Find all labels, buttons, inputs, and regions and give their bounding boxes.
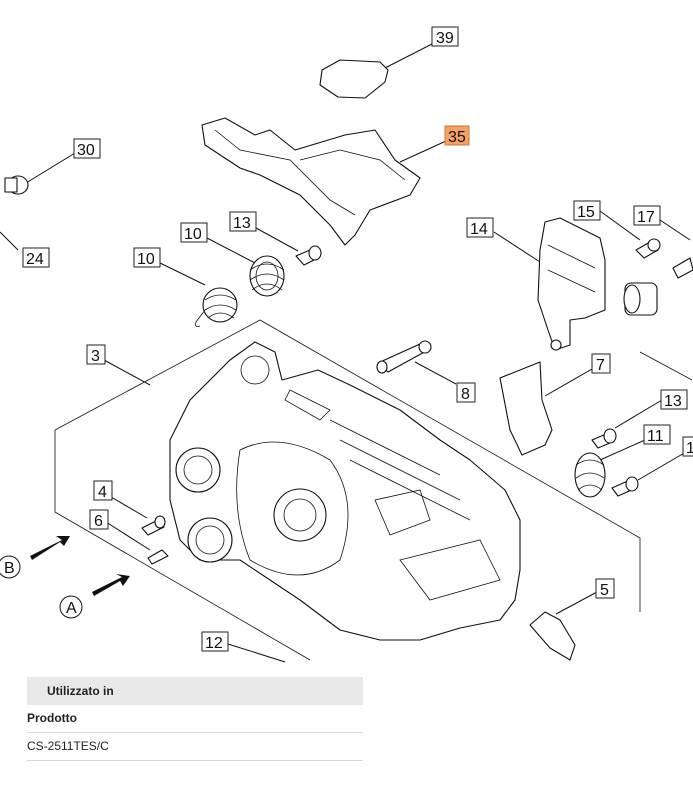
svg-text:1: 1 [686, 440, 693, 457]
part-10-spring [249, 255, 285, 297]
svg-text:6: 6 [94, 513, 103, 530]
svg-text:7: 7 [596, 357, 605, 374]
svg-text:12: 12 [205, 635, 223, 652]
callout-13-upper[interactable]: 13 [229, 211, 257, 232]
callout-17[interactable]: 17 [633, 205, 661, 226]
view-arrow-a [92, 574, 130, 596]
callout-8[interactable]: 8 [456, 382, 476, 403]
svg-text:17: 17 [637, 209, 655, 226]
callout-24[interactable]: 24 [22, 247, 50, 268]
callout-11[interactable]: 11 [643, 424, 671, 445]
part-3-crankcase [169, 341, 521, 641]
part-5-clip [529, 611, 576, 661]
callout-1[interactable]: 1 [682, 436, 693, 457]
callout-39[interactable]: 39 [431, 26, 459, 47]
svg-text:10: 10 [184, 226, 202, 243]
svg-text:13: 13 [233, 215, 251, 232]
callout-35-highlighted[interactable]: 35 [444, 125, 470, 146]
usage-row-product[interactable]: CS-2511TES/C [27, 733, 363, 761]
usage-column-label: Prodotto [27, 705, 363, 733]
callout-10-upper[interactable]: 10 [180, 222, 208, 243]
callout-12[interactable]: 12 [201, 631, 229, 652]
svg-text:A: A [66, 600, 77, 617]
callout-3[interactable]: 3 [86, 344, 106, 365]
svg-text:5: 5 [600, 582, 609, 599]
usage-table: Utilizzato in Prodotto CS-2511TES/C [27, 677, 363, 761]
assembly-outline [54, 319, 693, 661]
view-letter-a: A [59, 595, 83, 619]
svg-text:15: 15 [577, 204, 595, 221]
svg-text:8: 8 [461, 386, 470, 403]
callout-15[interactable]: 15 [573, 200, 601, 221]
callout-7[interactable]: 7 [591, 353, 611, 374]
svg-text:30: 30 [77, 142, 95, 159]
part-8-pin [376, 340, 432, 374]
callout-6[interactable]: 6 [89, 509, 109, 530]
usage-table-header: Utilizzato in [27, 677, 363, 705]
svg-text:14: 14 [470, 221, 488, 238]
part-35-cover [201, 117, 421, 246]
callout-4[interactable]: 4 [93, 480, 113, 501]
part-6-plug [147, 549, 169, 565]
svg-text:13: 13 [664, 393, 682, 410]
svg-text:4: 4 [98, 484, 107, 501]
callout-5[interactable]: 5 [595, 578, 615, 599]
part-1-screw [611, 476, 639, 497]
part-30-bolt [4, 175, 29, 195]
part-11-spring [574, 452, 606, 498]
callout-30[interactable]: 30 [73, 138, 101, 159]
part-39-gasket [319, 59, 389, 99]
svg-text:11: 11 [647, 428, 664, 445]
part-13-screw-right [591, 428, 617, 449]
part-17-bushing [623, 257, 693, 316]
view-arrow-b [30, 536, 70, 560]
part-13-screw-upper [295, 245, 322, 266]
svg-text:35: 35 [448, 129, 466, 146]
svg-text:B: B [4, 560, 15, 577]
leader-lines [0, 43, 691, 663]
part-4-screw [141, 515, 166, 536]
svg-text:24: 24 [26, 251, 44, 268]
part-14-bracket [537, 217, 606, 351]
callout-14[interactable]: 14 [466, 217, 494, 238]
svg-text:39: 39 [436, 30, 454, 47]
callout-10-lower[interactable]: 10 [133, 247, 161, 268]
part-7-plate [499, 361, 553, 456]
part-15-screw [635, 238, 661, 259]
svg-text:10: 10 [137, 251, 155, 268]
part-10-spring-hook [195, 287, 238, 327]
svg-text:3: 3 [91, 348, 100, 365]
callout-13-right[interactable]: 13 [660, 389, 688, 410]
view-letter-b: B [0, 555, 21, 579]
parts-diagram: B A 39 35 30 24 13 10 10 15 17 [0, 26, 693, 663]
